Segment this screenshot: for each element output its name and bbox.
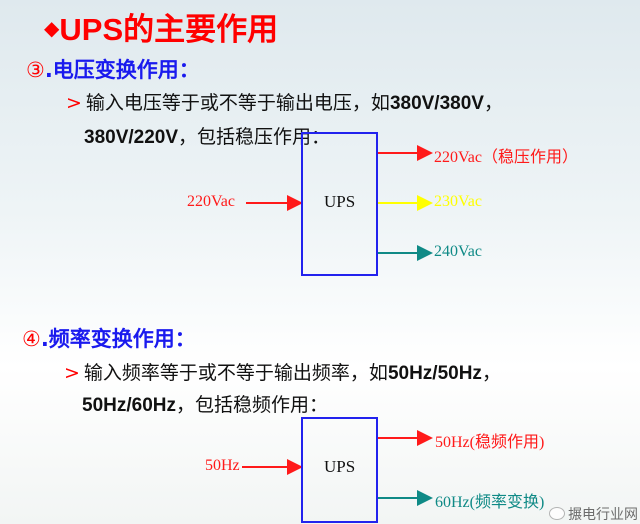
voltage-ups-box [301, 132, 378, 276]
voltage-input-label: 220Vac [187, 193, 235, 210]
frequency-output-label-2: 60Hz(频率变换) [435, 494, 545, 511]
frequency-ups-box [301, 417, 378, 523]
frequency-input-label: 50Hz [205, 457, 240, 474]
frequency-heading: ④.频率变换作用： [22, 327, 196, 351]
wechat-icon [549, 507, 565, 520]
chevron-bullet-icon: > [64, 362, 80, 384]
frequency-line-1: >输入频率等于或不等于输出频率，如50Hz/50Hz， [64, 362, 501, 384]
frequency-ups-label: UPS [324, 457, 356, 476]
voltage-output-label-2: 230Vac [434, 193, 482, 210]
voltage-output-label-1: 220Vac（稳压作用） [434, 149, 578, 166]
voltage-ups-label: UPS [324, 192, 356, 211]
voltage-line-2: 380V/220V，包括稳压作用： [84, 126, 331, 148]
diamond-bullet-icon: ◆ [44, 18, 60, 40]
voltage-output-label-3: 240Vac [434, 243, 482, 260]
voltage-heading: ③.电压变换作用： [26, 58, 200, 82]
watermark: 搌电行业网 [549, 507, 638, 523]
frequency-output-label-1: 50Hz(稳频作用) [435, 434, 545, 451]
voltage-line-1: >输入电压等于或不等于输出电压，如380V/380V， [66, 92, 503, 114]
frequency-line-2: 50Hz/60Hz，包括稳频作用： [82, 394, 329, 416]
chevron-bullet-icon: > [66, 92, 82, 114]
slide-title: ◆UPS的主要作用 [44, 12, 279, 47]
